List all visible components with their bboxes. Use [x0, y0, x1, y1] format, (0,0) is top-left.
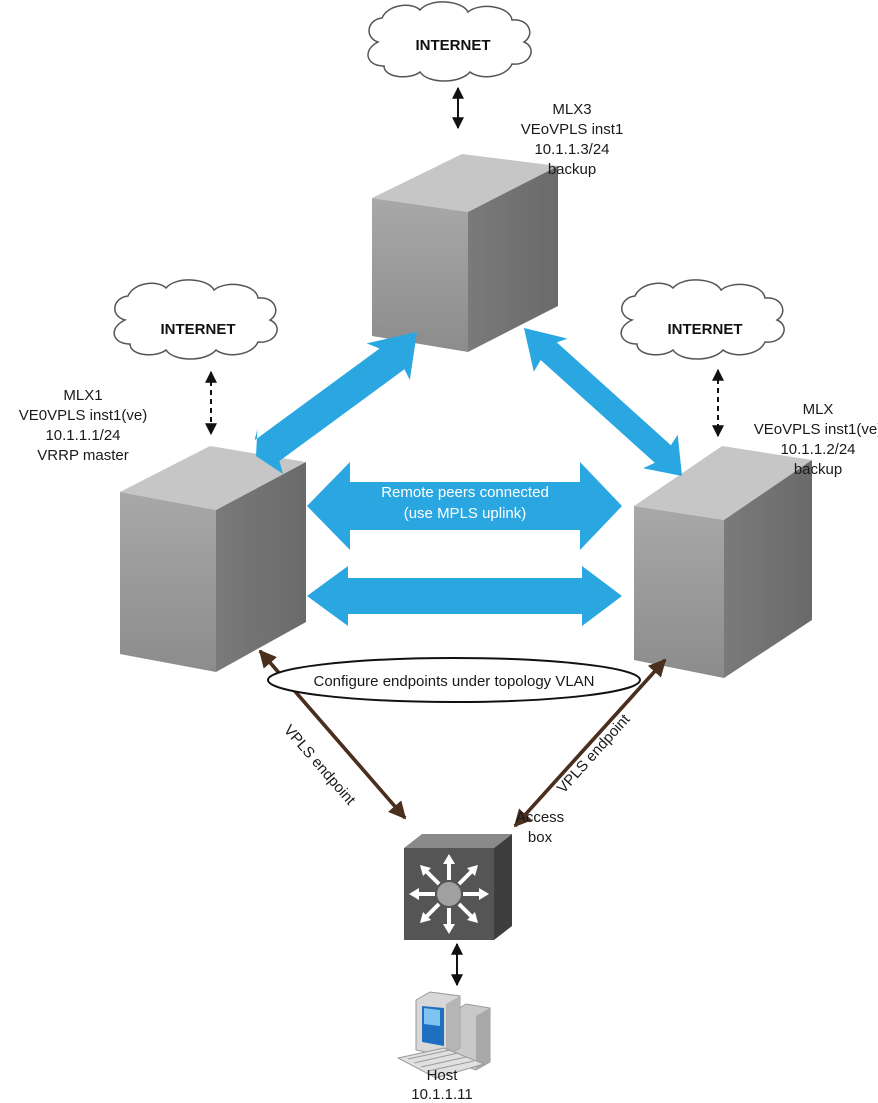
mlx3-instance: VEoVPLS inst1 — [521, 121, 624, 138]
remote-peers-label-line1: Remote peers connected — [381, 484, 549, 501]
internet-cloud-top: INTERNET — [367, 1, 532, 82]
access-box-label-line2: box — [528, 829, 553, 846]
mlx-role: backup — [794, 461, 842, 478]
access-box-switch-icon — [404, 834, 512, 940]
vpls-endpoint-label-left: VPLS endpoint — [280, 722, 359, 809]
vpls-endpoint-arrow-right-down — [513, 658, 667, 828]
internet-label-right: INTERNET — [668, 321, 743, 338]
internet-cloud-right: INTERNET — [620, 279, 785, 360]
internet-cloud-left: INTERNET — [113, 279, 278, 360]
router-label-mlx1: MLX1 VE0VPLS inst1(ve) 10.1.1.1/24 VRRP … — [19, 387, 147, 464]
link-arrow-mlx3-mlx — [524, 328, 682, 476]
host-label-name: Host — [427, 1067, 459, 1084]
mlx-address: 10.1.1.2/24 — [780, 441, 855, 458]
link-arrow-mlx1-mlx3 — [254, 332, 417, 474]
mlx1-name: MLX1 — [63, 387, 102, 404]
internet-label-left: INTERNET — [161, 321, 236, 338]
mlx3-name: MLX3 — [552, 101, 591, 118]
remote-peers-arrow — [307, 462, 622, 550]
host-label-address: 10.1.1.11 — [411, 1086, 472, 1103]
vpls-endpoint-label-right: VPLS endpoint — [554, 710, 634, 796]
host-computer-icon — [396, 991, 491, 1079]
mlx1-role: VRRP master — [37, 447, 128, 464]
router-label-mlx: MLX VEoVPLS inst1(ve) 10.1.1.2/24 backup — [754, 401, 878, 478]
router-cube-mlx1 — [120, 446, 306, 672]
configure-endpoints-ellipse — [267, 657, 641, 703]
router-label-mlx3: MLX3 VEoVPLS inst1 10.1.1.3/24 backup — [521, 101, 624, 178]
mlx3-address: 10.1.1.3/24 — [534, 141, 609, 158]
router-cube-mlx3 — [372, 154, 558, 352]
remote-peers-label-line2: (use MPLS uplink) — [404, 505, 527, 522]
access-box-label-line1: Access — [516, 809, 564, 826]
configure-endpoints-label: Configure endpoints under topology VLAN — [313, 673, 594, 690]
mlx1-instance: VE0VPLS inst1(ve) — [19, 407, 147, 424]
mlx1-address: 10.1.1.1/24 — [45, 427, 120, 444]
router-cube-mlx — [634, 446, 812, 678]
mlx-name: MLX — [803, 401, 834, 418]
internet-label-top: INTERNET — [416, 37, 491, 54]
mlx3-role: backup — [548, 161, 596, 178]
link-arrow-horizontal-lower — [307, 566, 622, 626]
mlx-instance: VEoVPLS inst1(ve) — [754, 421, 878, 438]
